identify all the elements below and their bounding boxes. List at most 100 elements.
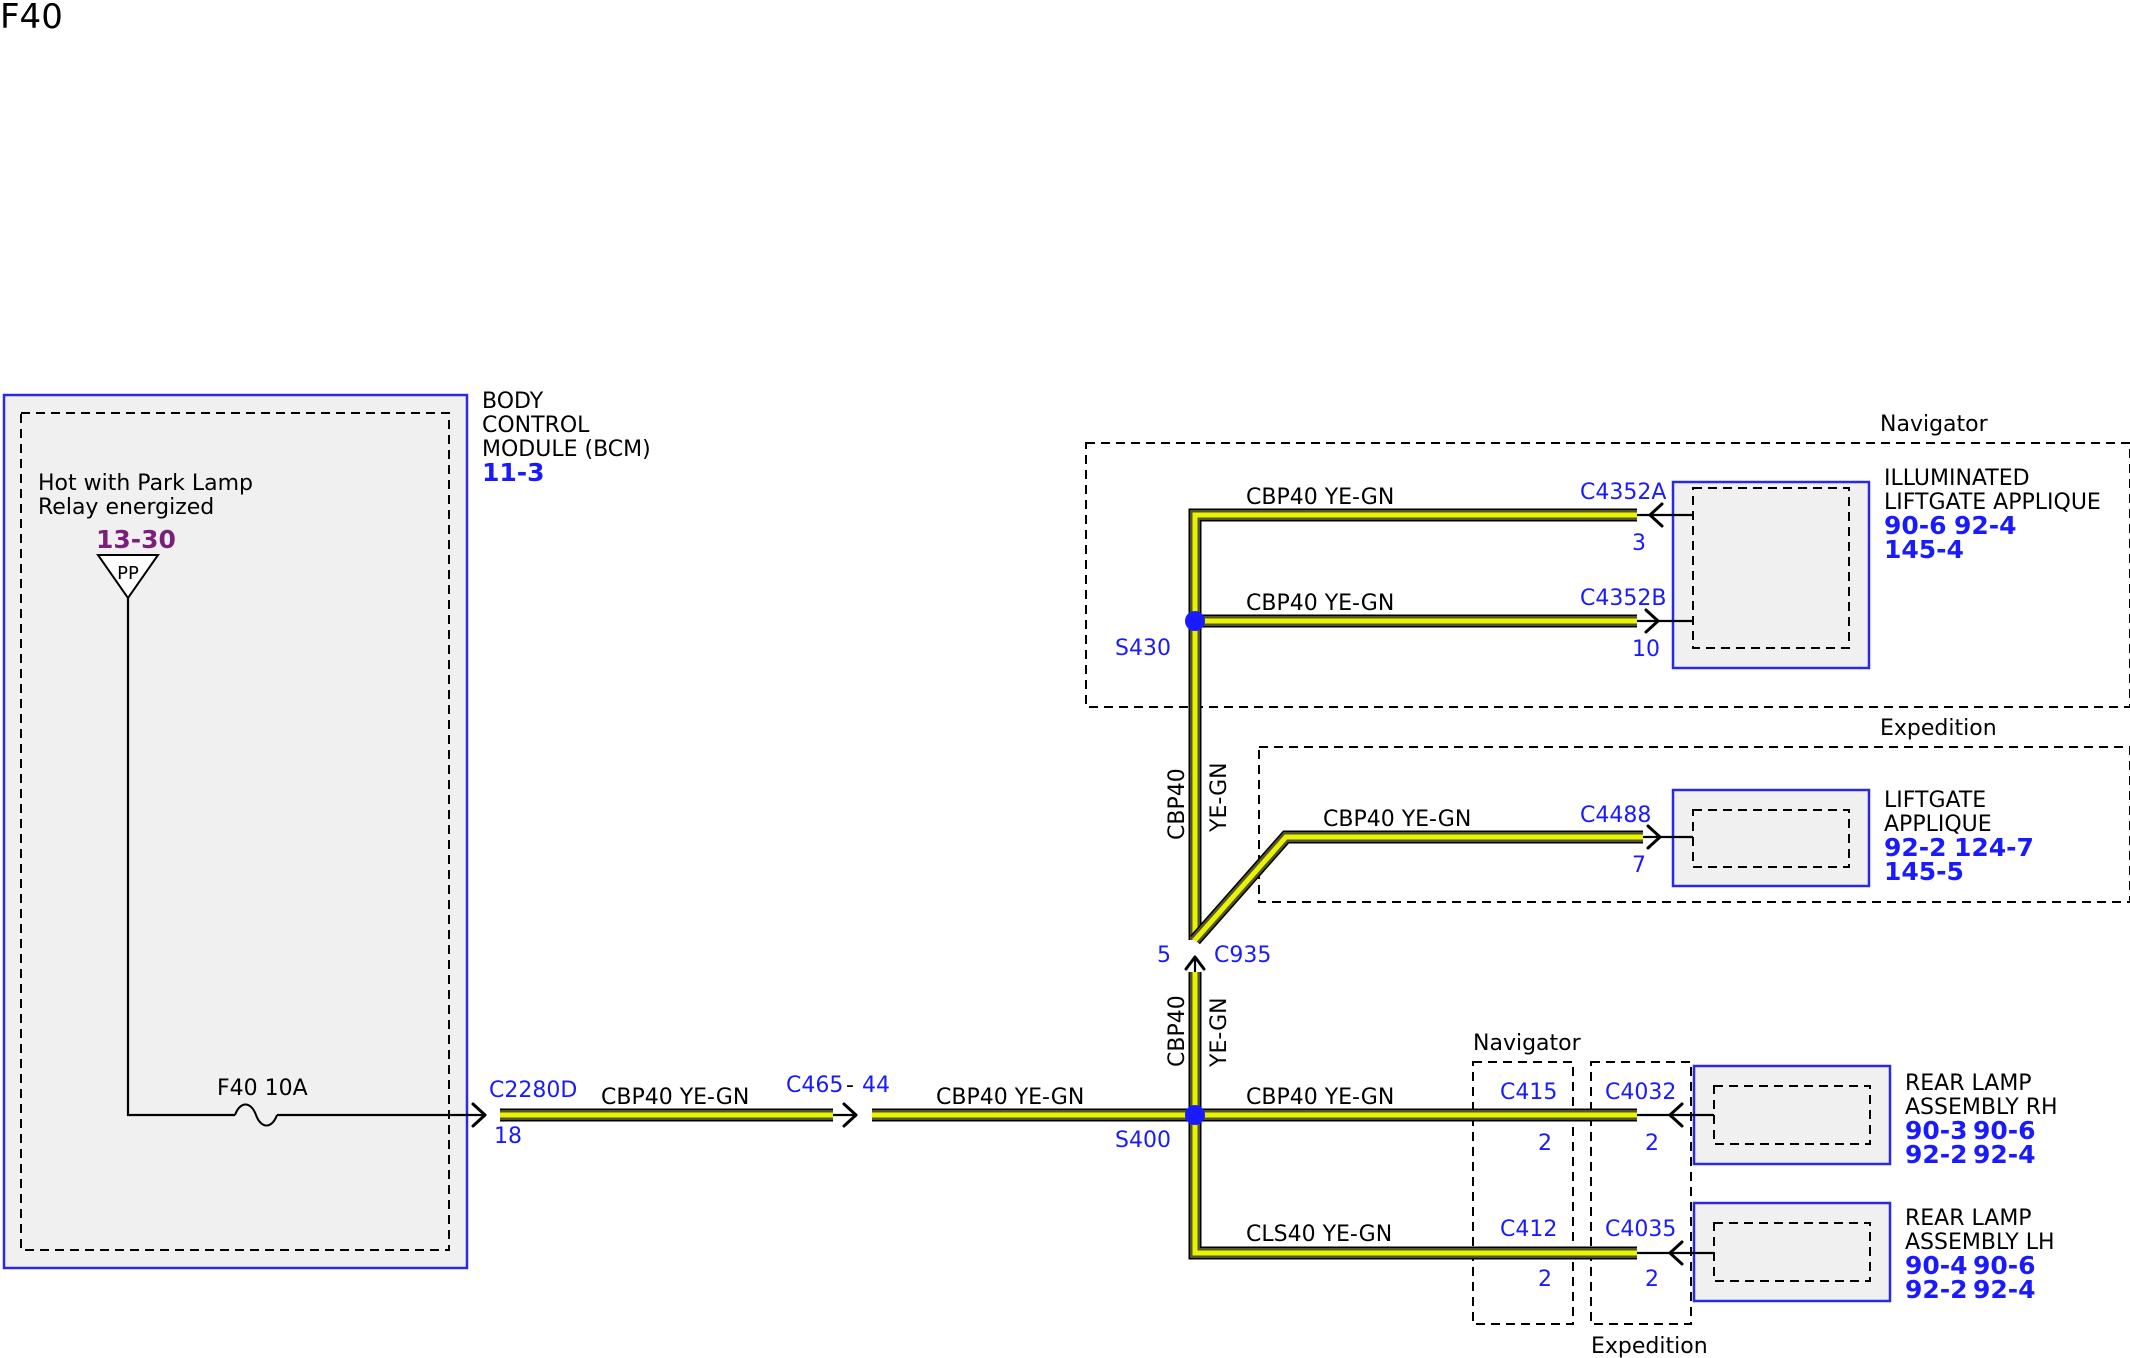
power-source-symbol: PP xyxy=(96,554,160,600)
wire-label-s400-rh: CBP40 YE-GN xyxy=(1246,1085,1394,1110)
power-source-label: PP xyxy=(117,563,139,584)
wire-label-c465-s400: CBP40 YE-GN xyxy=(936,1085,1084,1110)
rear-lamp-rh-name-line1: REAR LAMP xyxy=(1905,1071,2032,1096)
navigator-rear-variant-label: Navigator xyxy=(1473,1031,1582,1056)
bcm-power-line1: Hot with Park Lamp xyxy=(38,471,253,496)
liftgate-applique-name-line2: APPLIQUE xyxy=(1884,812,1992,837)
expedition-rear-variant-label: Expedition xyxy=(1591,1334,1708,1358)
wire-label-s430-c4352a: CBP40 YE-GN xyxy=(1246,485,1394,510)
c4032-pin-label: 2 xyxy=(1645,1131,1659,1156)
navigator-variant-box xyxy=(1085,442,2130,708)
c4035-pin-label: 2 xyxy=(1645,1267,1659,1292)
bcm-ref[interactable]: 11-3 xyxy=(482,458,545,487)
c2280d-pin-label: 18 xyxy=(494,1124,522,1149)
rear-lamp-lh-component xyxy=(1692,1201,1892,1303)
c4352a-pin-label: 3 xyxy=(1632,531,1646,556)
bcm-name-line1: BODY xyxy=(482,389,544,414)
rear-lamp-rh-outline xyxy=(1692,1064,1892,1166)
rear-lamp-rh-ref-d[interactable]: 92-4 xyxy=(1973,1140,2036,1169)
bcm-name-line2: CONTROL xyxy=(482,413,590,438)
rear-lamp-rh-name-line2: ASSEMBLY RH xyxy=(1905,1095,2058,1120)
bcm-module xyxy=(2,393,469,1270)
rear-lamp-rh-ref-b[interactable]: 90-6 xyxy=(1973,1116,2036,1145)
illuminated-applique-inner xyxy=(1692,487,1850,649)
liftgate-applique-inner xyxy=(1692,809,1850,868)
c465-pin-label: 44 xyxy=(862,1073,890,1098)
rear-lamp-lh-name-line2: ASSEMBLY LH xyxy=(1905,1230,2055,1255)
illuminated-applique-outline xyxy=(1671,480,1871,670)
expedition-variant-label: Expedition xyxy=(1880,716,1997,741)
c4032-connector-label[interactable]: C4032 xyxy=(1605,1080,1676,1105)
illuminated-applique-component xyxy=(1671,480,1871,670)
illuminated-applique-name-line1: ILLUMINATED xyxy=(1884,466,2030,491)
fuse-label: F40 10A xyxy=(217,1076,308,1101)
c415-connector-label[interactable]: C415 xyxy=(1500,1080,1557,1105)
page-title: F40 xyxy=(0,0,63,37)
c465-connector-label[interactable]: C465 xyxy=(786,1073,843,1098)
c4352a-arrow xyxy=(1648,502,1664,528)
splice-s430-label: S430 xyxy=(1115,636,1171,661)
c4488-connector-label[interactable]: C4488 xyxy=(1580,803,1651,828)
c412-pin-label: 2 xyxy=(1538,1267,1552,1292)
wire-harness xyxy=(500,508,1643,1260)
rear-lamp-lh-ref-b[interactable]: 90-6 xyxy=(1973,1251,2036,1280)
rear-lamp-lh-name-line1: REAR LAMP xyxy=(1905,1206,2032,1231)
c4032-arrow xyxy=(1668,1102,1684,1128)
wire-label-s430-c4352b: CBP40 YE-GN xyxy=(1246,591,1394,616)
vertical-circuit-label-lower: CBP40 xyxy=(1165,995,1190,1067)
bcm-name-line3: MODULE (BCM) xyxy=(482,437,651,462)
rear-lamp-rh-component xyxy=(1692,1064,1892,1166)
liftgate-applique-ref-b[interactable]: 124-7 xyxy=(1954,833,2034,862)
splice-s430[interactable] xyxy=(1185,611,1205,631)
expedition-rear-variant-box xyxy=(1590,1061,1692,1325)
splice-s400[interactable] xyxy=(1185,1105,1205,1125)
liftgate-applique-ref-a[interactable]: 92-2 xyxy=(1884,833,1947,862)
c2280d-connector-label[interactable]: C2280D xyxy=(489,1078,577,1103)
illuminated-applique-ref-c[interactable]: 145-4 xyxy=(1884,535,1964,564)
c4352a-connector-label[interactable]: C4352A xyxy=(1580,480,1666,505)
wire-label-bcm-c465: CBP40 YE-GN xyxy=(601,1085,749,1110)
power-feed-line xyxy=(126,598,235,1117)
c4488-arrow xyxy=(1646,824,1662,850)
rear-lamp-rh-ref-a[interactable]: 90-3 xyxy=(1905,1116,1968,1145)
c4488-pin-label: 7 xyxy=(1632,853,1646,878)
liftgate-applique-ref-c[interactable]: 145-5 xyxy=(1884,857,1964,886)
c4035-arrow xyxy=(1668,1240,1684,1266)
vertical-color-label-lower: YE-GN xyxy=(1207,997,1232,1068)
splice-s400-label: S400 xyxy=(1115,1128,1171,1153)
liftgate-applique-outline xyxy=(1671,788,1871,888)
expedition-variant-box xyxy=(1258,746,2130,903)
power-ref[interactable]: 13-30 xyxy=(96,525,176,554)
c4352b-pin-label: 10 xyxy=(1632,637,1660,662)
c935-pin-label: 5 xyxy=(1157,943,1171,968)
bcm-inner-boundary xyxy=(20,412,450,1251)
bcm-outline xyxy=(2,393,469,1270)
rear-lamp-lh-outline xyxy=(1692,1201,1892,1303)
c4035-connector-label[interactable]: C4035 xyxy=(1605,1217,1676,1242)
c2280d-terminal-arrow xyxy=(471,1102,487,1128)
bcm-power-line2: Relay energized xyxy=(38,495,214,520)
c935-connector-label[interactable]: C935 xyxy=(1214,943,1271,968)
liftgate-applique-component xyxy=(1671,788,1871,888)
fuse-icon xyxy=(234,1103,278,1127)
rear-lamp-rh-ref-c[interactable]: 92-2 xyxy=(1905,1140,1968,1169)
wire-label-c935-c4488: CBP40 YE-GN xyxy=(1323,807,1471,832)
rear-lamp-lh-ref-c[interactable]: 92-2 xyxy=(1905,1275,1968,1304)
liftgate-applique-name-line1: LIFTGATE xyxy=(1884,788,1986,813)
rear-lamp-lh-ref-a[interactable]: 90-4 xyxy=(1905,1251,1968,1280)
c412-connector-label[interactable]: C412 xyxy=(1500,1217,1557,1242)
c4352b-arrow xyxy=(1644,608,1660,634)
vertical-color-label-upper: YE-GN xyxy=(1207,762,1232,833)
c465-separator: - xyxy=(846,1073,854,1098)
illuminated-applique-ref-a[interactable]: 90-6 xyxy=(1884,511,1947,540)
illuminated-applique-name-line2: LIFTGATE APPLIQUE xyxy=(1884,490,2101,515)
navigator-variant-label: Navigator xyxy=(1880,412,1989,437)
c415-pin-label: 2 xyxy=(1538,1131,1552,1156)
wire-label-s400-lh: CLS40 YE-GN xyxy=(1246,1222,1392,1247)
vertical-circuit-label-upper: CBP40 xyxy=(1165,768,1190,840)
illuminated-applique-ref-b[interactable]: 92-4 xyxy=(1954,511,2017,540)
navigator-rear-variant-box xyxy=(1472,1061,1574,1325)
rear-lamp-lh-ref-d[interactable]: 92-4 xyxy=(1973,1275,2036,1304)
c4352b-connector-label[interactable]: C4352B xyxy=(1580,586,1666,611)
